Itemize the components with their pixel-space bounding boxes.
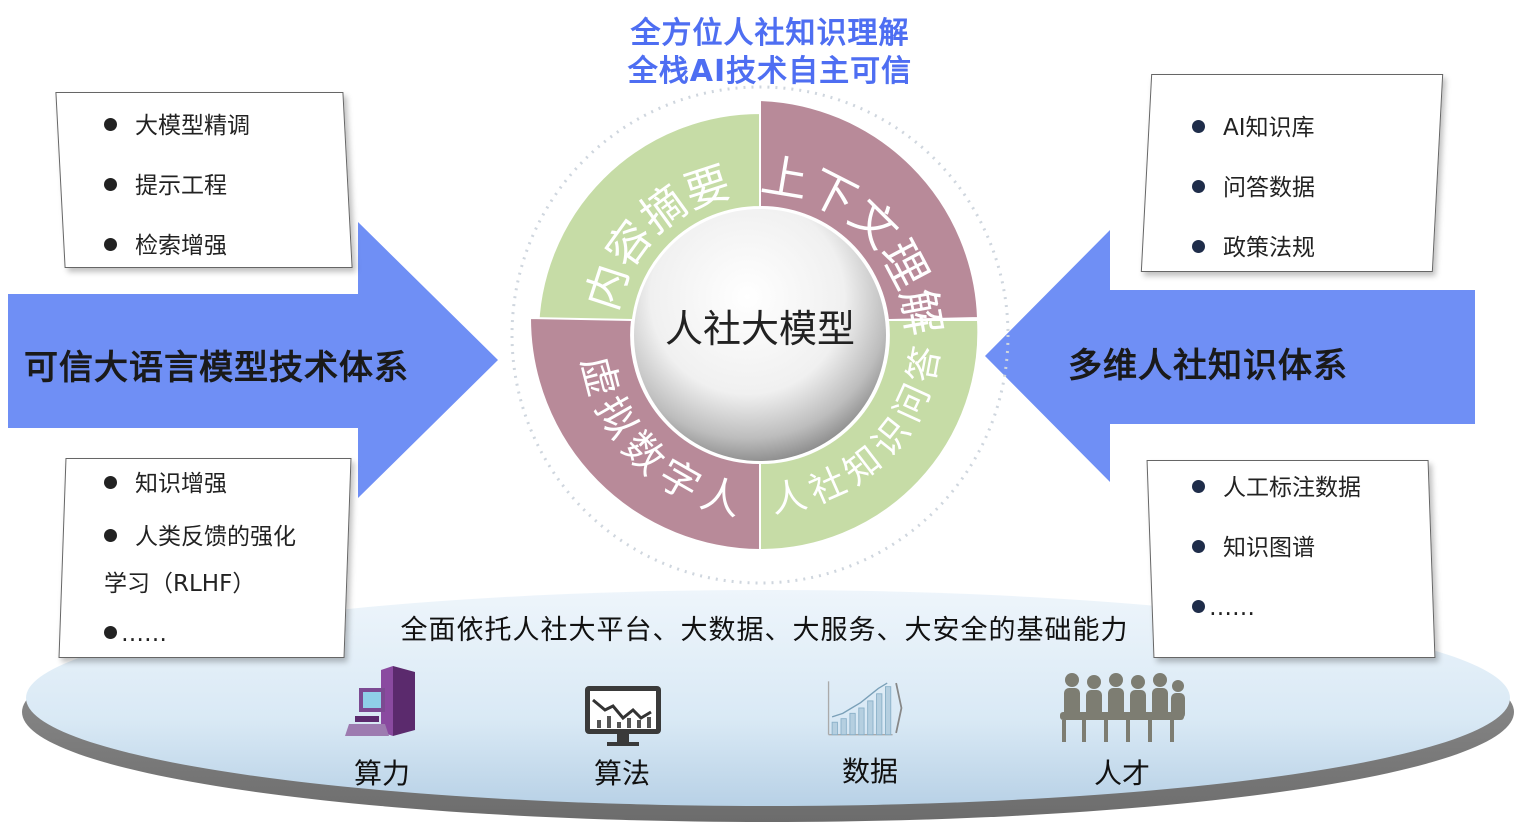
bullet-icon [1192, 180, 1205, 193]
bullet-icon [1192, 540, 1205, 553]
list-item: 检索增强 [104, 216, 250, 276]
list-item: 政策法规 [1192, 218, 1315, 278]
left-arrow-label: 可信大语言模型技术体系 [24, 348, 409, 388]
core-ring-diagram: 内容摘要 上下文理解 虚拟数字人 人社知识问答 [510, 85, 1010, 585]
outer-dotted-circle [510, 85, 1010, 585]
bullet-icon [104, 626, 117, 639]
bar-chart-icon [827, 681, 903, 736]
right-arrow [985, 230, 1475, 482]
left-arrow [8, 222, 498, 498]
segment-top-left [536, 111, 761, 336]
monitor-chart-icon [585, 686, 661, 746]
bullet-icon [1192, 600, 1205, 613]
resource-label-data: 数据 [841, 755, 898, 788]
computer-icon [345, 666, 415, 736]
bullet-icon [104, 476, 117, 489]
left-top-card-list: 大模型精调 提示工程 检索增强 [104, 96, 250, 276]
header-line-2: 全栈AI技术自主可信 [627, 54, 913, 89]
bullet-icon [1192, 480, 1205, 493]
list-item: 问答数据 [1192, 158, 1315, 218]
list-item: …… [1192, 578, 1361, 638]
center-sphere [634, 209, 886, 461]
resource-label-algorithm: 算法 [593, 757, 650, 790]
bullet-icon [1192, 240, 1205, 253]
people-icon [1060, 673, 1185, 742]
list-item: 提示工程 [104, 156, 250, 216]
list-item-continued: 学习（RLHF） [104, 571, 256, 597]
list-item: AI知识库 [1192, 98, 1315, 158]
bullet-icon [104, 118, 117, 131]
resource-label-compute: 算力 [353, 757, 410, 790]
platform-caption: 全面依托人社大平台、大数据、大服务、大安全的基础能力 [400, 615, 1129, 646]
right-arrow-label: 多维人社知识体系 [1068, 346, 1348, 386]
right-bottom-card-list: 人工标注数据 知识图谱 …… [1192, 458, 1361, 638]
segment-bottom-left [528, 316, 761, 552]
header-line-1: 全方位人社知识理解 [630, 16, 910, 51]
list-item: …… [104, 606, 296, 662]
list-item: 人类反馈的强化 [104, 512, 296, 562]
segment-top-right [759, 98, 980, 322]
center-label: 人社大模型 [664, 307, 855, 351]
bullet-icon [1192, 120, 1205, 133]
bullet-icon [104, 178, 117, 191]
resource-label-talent: 人才 [1093, 757, 1150, 790]
list-item: 大模型精调 [104, 96, 250, 156]
bullet-icon [104, 238, 117, 251]
list-item: 知识图谱 [1192, 518, 1361, 578]
right-top-card-list: AI知识库 问答数据 政策法规 [1192, 98, 1315, 278]
segment-bottom-right [759, 319, 980, 552]
bullet-icon [104, 529, 117, 542]
list-item: 知识增强 [104, 456, 296, 512]
list-item: 人工标注数据 [1192, 458, 1361, 518]
left-bottom-card-list: 知识增强 人类反馈的强化 学习（RLHF） …… [104, 456, 296, 662]
